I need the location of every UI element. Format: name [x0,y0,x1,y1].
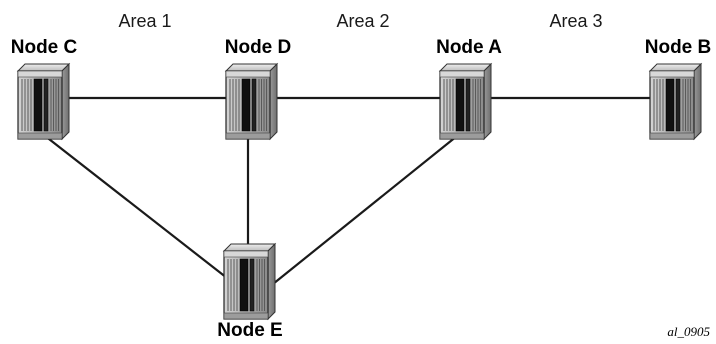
link-node-a-node-e [267,131,463,289]
area-labels: Area 1 Area 2 Area 3 [118,11,602,31]
node-e-label: Node E [217,320,282,341]
router-icon [648,62,703,141]
router-icon [224,62,279,141]
node-b-label: Node B [645,37,712,58]
node-a[interactable]: Node A [436,37,502,141]
node-d[interactable]: Node D [224,37,292,141]
router-icon [16,62,71,141]
router-icon [438,62,493,141]
node-c-label: Node C [11,37,78,58]
links [39,96,672,289]
router-icon [222,242,277,321]
link-node-c-node-e [39,131,237,286]
node-a-label: Node A [436,37,502,58]
figure-id: al_0905 [667,324,710,339]
node-c[interactable]: Node C [11,37,78,141]
node-b[interactable]: Node B [645,37,712,141]
area-1-label: Area 1 [118,11,171,31]
area-3-label: Area 3 [549,11,602,31]
area-2-label: Area 2 [336,11,389,31]
node-e[interactable]: Node E [217,242,283,341]
node-d-label: Node D [225,37,292,58]
